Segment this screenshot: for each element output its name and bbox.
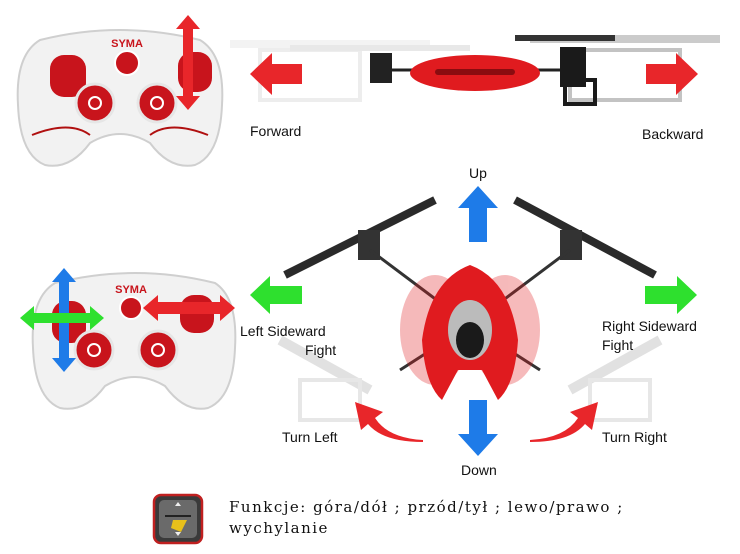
right-sideward-arrow [645,276,697,314]
left-fight-label: Fight [305,342,337,358]
functions-icon [152,493,204,545]
controller-top: SYMA [16,29,224,167]
backward-label: Backward [642,126,704,142]
brand-logo: SYMA [111,38,143,50]
down-arrow [458,400,498,456]
left-stick [50,55,86,97]
drone-front-view [277,196,663,422]
stick-leftright-arrow-green [20,306,104,330]
turn-left-arrow [355,402,423,442]
right-sideward-label: Right Sideward [602,318,697,334]
up-arrow [458,186,498,242]
down-label: Down [461,462,497,478]
power-button [114,50,140,76]
right-fight-label: Fight [602,337,634,353]
left-dpad [74,82,116,124]
right-dpad [136,82,178,124]
backward-arrow [646,53,698,95]
left-sideward-label: Left Sideward [240,323,326,339]
functions-text-line1: Funkcje: góra/dół ; przód/tył ; lewo/pra… [229,498,624,516]
turn-right-arrow [530,402,598,442]
turn-right-label: Turn Right [602,429,667,445]
turn-left-label: Turn Left [282,429,338,445]
stick-leftright-arrow-red [143,295,235,321]
forward-arrow [250,53,302,95]
updown-arrow-top [176,15,200,110]
up-label: Up [469,165,487,181]
functions-text-line2: wychylanie [229,519,329,537]
forward-label: Forward [250,123,302,139]
svg-text:SYMA: SYMA [115,284,147,296]
left-sideward-arrow [250,276,302,314]
